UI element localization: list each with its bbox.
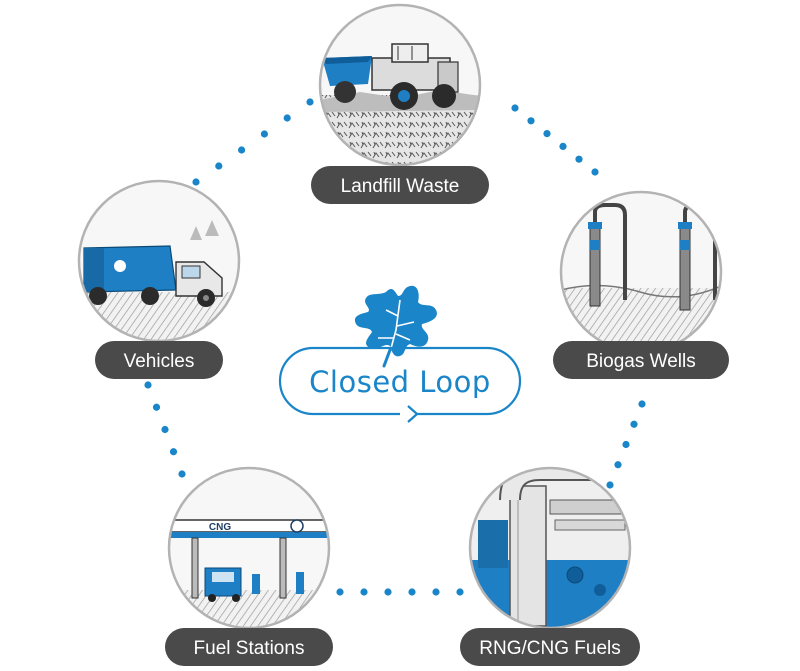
connector-dot xyxy=(336,588,344,596)
connector-dot xyxy=(622,440,630,449)
station-sign-text: CNG xyxy=(209,522,231,533)
connector-dot xyxy=(215,162,223,170)
connector-dot xyxy=(178,470,186,478)
connector-dot xyxy=(152,403,161,411)
stage-label-pill xyxy=(460,628,640,666)
connector-dot xyxy=(306,98,314,106)
stage-label: Biogas Wells xyxy=(586,351,695,372)
dotted-connectors xyxy=(144,98,646,596)
pipes-scene-image xyxy=(470,468,630,628)
stage-vehicles: Vehicles xyxy=(77,179,241,379)
truck-scene-image xyxy=(79,181,239,341)
stage-label: Landfill Waste xyxy=(341,176,460,197)
connector-dot xyxy=(283,114,291,122)
stage-label: Fuel Stations xyxy=(194,638,305,659)
connector-dot xyxy=(543,130,551,138)
connector-dot xyxy=(511,104,519,112)
connector-dot xyxy=(360,588,368,596)
connector-dot xyxy=(606,481,614,489)
center-title: Closed Loop xyxy=(309,365,491,399)
connector-dot xyxy=(614,461,622,469)
connector-dot xyxy=(384,588,392,596)
connector-dot xyxy=(238,146,246,154)
connector-dot xyxy=(161,425,169,434)
connector-dot xyxy=(144,381,152,389)
connector-dot xyxy=(456,588,464,596)
stage-label-pill xyxy=(165,628,333,666)
stage-fuel-stations: CNG Fuel Stations xyxy=(165,466,333,666)
station-scene-image: CNG xyxy=(169,468,329,628)
connector-dot xyxy=(432,588,440,596)
oak-leaf-icon xyxy=(354,285,437,368)
stage-rng-cng-fuels: RNG/CNG Fuels xyxy=(460,466,640,666)
connector-dot xyxy=(169,448,178,456)
stage-landfill-waste: Landfill Waste xyxy=(311,3,489,204)
loop-arrow-icon xyxy=(278,346,522,423)
stage-label-pill xyxy=(95,341,223,379)
stage-label-pill xyxy=(553,341,729,379)
stage-label: RNG/CNG Fuels xyxy=(479,638,620,659)
connector-dot xyxy=(559,142,567,150)
connector-dot xyxy=(260,130,268,138)
stage-label: Vehicles xyxy=(124,351,195,372)
connector-dot xyxy=(630,420,638,428)
stage-label-pill xyxy=(311,166,489,204)
connector-dot xyxy=(575,155,583,163)
stage-biogas-wells: Biogas Wells xyxy=(553,190,729,379)
connector-dot xyxy=(527,117,535,125)
connector-dot xyxy=(192,178,200,186)
connector-dot xyxy=(591,168,599,176)
connector-dot xyxy=(638,400,646,408)
connector-dot xyxy=(408,588,416,596)
